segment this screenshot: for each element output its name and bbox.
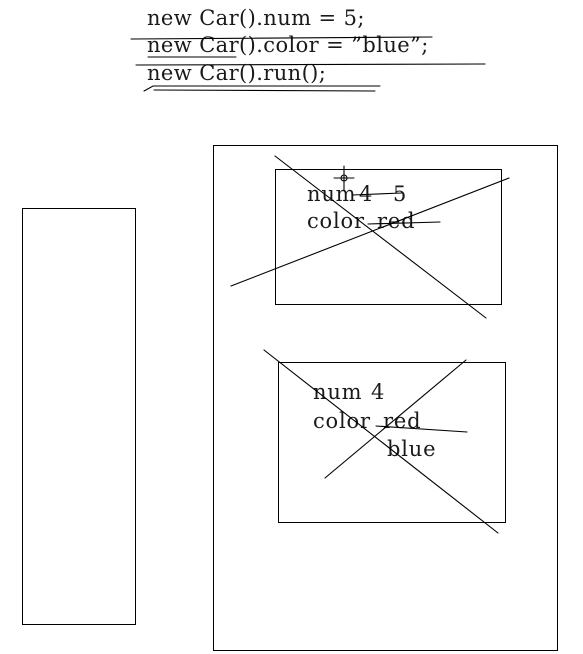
object1-color-label: color bbox=[307, 209, 365, 233]
object1-color-value: red bbox=[377, 209, 416, 233]
heap-memory-box bbox=[213, 145, 558, 651]
code-line-num-assignment: new Car().num = 5; bbox=[147, 6, 365, 30]
object1-num-label: num bbox=[307, 182, 357, 206]
code-underline-4 bbox=[143, 85, 381, 92]
stack-memory-box bbox=[22, 208, 136, 625]
object2-num-value: 4 bbox=[371, 380, 386, 404]
object2-color-label: color bbox=[313, 409, 371, 433]
object1-num-old-value: 4 bbox=[359, 182, 374, 206]
object2-color-new-value: blue bbox=[387, 437, 437, 461]
code-line-color-assignment: new Car().color = ”blue”; bbox=[147, 33, 429, 57]
code-line-run-call: new Car().run(); bbox=[147, 61, 327, 85]
object2-color-old-value: red bbox=[383, 409, 422, 433]
object1-num-new-value: 5 bbox=[393, 182, 408, 206]
object2-num-label: num bbox=[313, 380, 363, 404]
code-underline-5 bbox=[153, 89, 376, 92]
